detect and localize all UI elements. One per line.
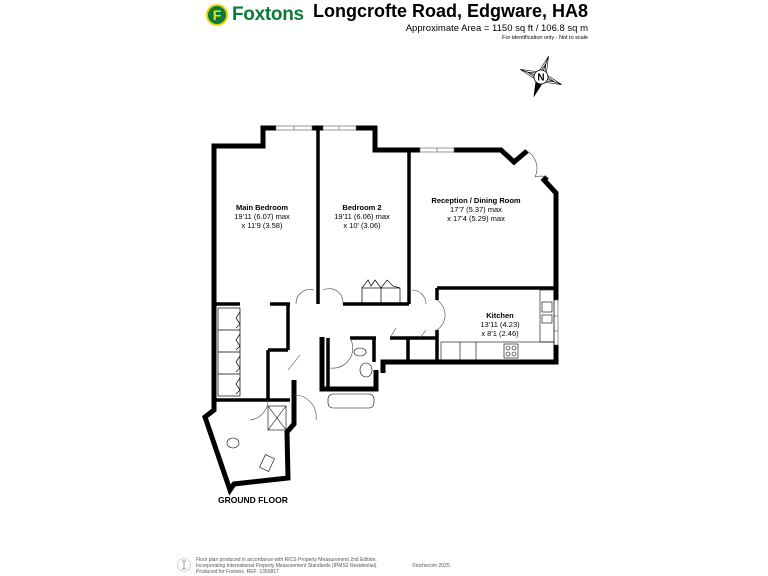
room-name: Reception / Dining Room xyxy=(431,196,521,205)
wardrobes xyxy=(217,279,401,397)
footer-text: Floor plan produced in accordance with R… xyxy=(196,557,378,575)
brand-name: Foxtons xyxy=(232,4,304,25)
room-dimension: x 10' (3.06) xyxy=(343,221,381,230)
property-title: Longcrofte Road, Edgware, HA8 xyxy=(312,1,588,21)
kitchen-units xyxy=(440,289,555,361)
approximate-area: Approximate Area = 1150 sq ft / 106.8 sq… xyxy=(405,23,588,34)
bathroom-fixtures xyxy=(226,347,375,472)
foxtons-badge-icon: F xyxy=(206,4,228,26)
room-dimension: x 11'9 (3.58) xyxy=(241,221,283,230)
interior-walls xyxy=(214,128,556,402)
room-bedroom-2: Bedroom 2 19'11 (6.06) max x 10' (3.06) xyxy=(334,203,390,230)
room-name: Bedroom 2 xyxy=(342,203,382,212)
room-name: Main Bedroom xyxy=(235,203,289,212)
scale-disclaimer: For identification only - Not to scale xyxy=(502,35,588,41)
room-name: Kitchen xyxy=(486,311,514,320)
room-dimension: 13'11 (4.23) xyxy=(480,320,520,329)
footer: Floor plan produced in accordance with R… xyxy=(177,557,451,575)
windows xyxy=(275,125,559,346)
copyright: ©nichecom 2025. xyxy=(412,563,451,569)
room-dimension: 19'11 (6.06) max xyxy=(334,212,390,221)
floor-label: GROUND FLOOR xyxy=(218,495,288,505)
svg-text:N: N xyxy=(537,73,544,84)
foxtons-logo: F Foxtons xyxy=(206,4,304,26)
compass-rose-icon: N xyxy=(520,56,562,98)
outer-walls xyxy=(202,125,559,496)
room-dimension: x 8'1 (2.46) xyxy=(481,329,519,338)
doors xyxy=(249,150,548,421)
room-dimension: 19'11 (6.07) max xyxy=(234,212,290,221)
room-dimension: x 17'4 (5.29) max xyxy=(447,214,505,223)
room-kitchen: Kitchen 13'11 (4.23) x 8'1 (2.46) xyxy=(480,311,519,338)
room-reception-dining: Reception / Dining Room 17'7 (5.37) max … xyxy=(431,196,520,223)
rics-icon xyxy=(177,558,191,572)
room-main-bedroom: Main Bedroom 19'11 (6.07) max x 11'9 (3.… xyxy=(234,203,290,230)
room-dimension: 17'7 (5.37) max xyxy=(450,205,502,214)
